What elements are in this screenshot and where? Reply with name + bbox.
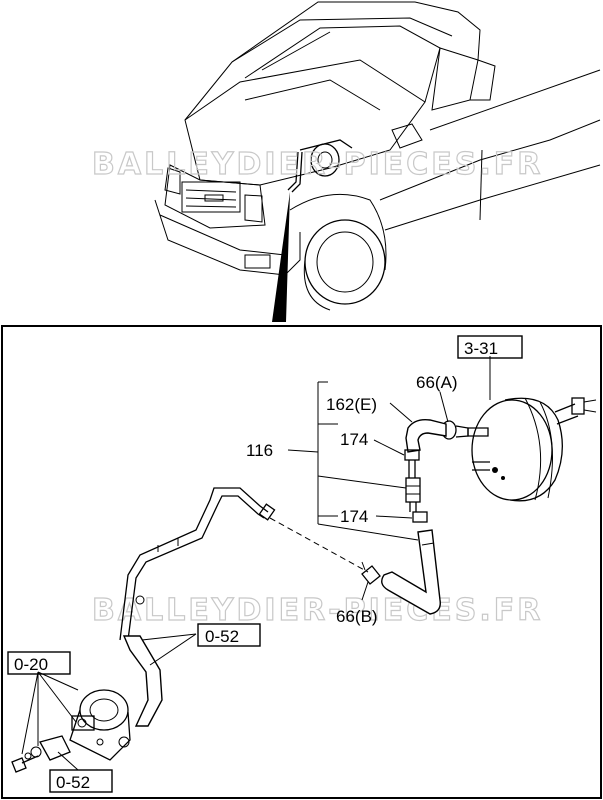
vehicle-illustration: [154, 1, 601, 322]
label-174-bottom: 174: [340, 507, 368, 526]
leader-lines: [21, 356, 491, 771]
ref-box-0-52-bottom: [49, 769, 113, 793]
label-66b: 66(B): [336, 607, 378, 626]
lower-vacuum-hose: [381, 529, 441, 615]
ref-box-0-52-mid: [197, 623, 261, 647]
ref-box-0-20: [7, 651, 71, 675]
label-116: 116: [246, 441, 273, 460]
label-0-52-mid: 0-52: [205, 627, 239, 646]
ref-box-3-31: [457, 335, 523, 359]
clamp-66b: [361, 561, 381, 585]
label-66a: 66(A): [416, 373, 458, 392]
label-3-31: 3-31: [464, 339, 498, 358]
label-162e: 162(E): [326, 395, 377, 414]
label-0-20: 0-20: [14, 655, 48, 674]
label-174-top: 174: [340, 430, 368, 449]
brake-booster: [467, 397, 597, 502]
vacuum-pipe: [119, 487, 369, 727]
check-valve-assembly: [404, 449, 428, 523]
watermark-text-bottom: BALLEYDIER-PIECES.FR: [92, 593, 543, 628]
vacuum-pump: [11, 689, 131, 773]
watermark-text-top: BALLEYDIER-PIECES.FR: [92, 147, 543, 182]
hose-162e: [405, 418, 447, 453]
label-0-52-bottom: 0-52: [56, 773, 90, 792]
pointer-arrow: [272, 192, 290, 322]
detail-frame: [1, 325, 602, 799]
